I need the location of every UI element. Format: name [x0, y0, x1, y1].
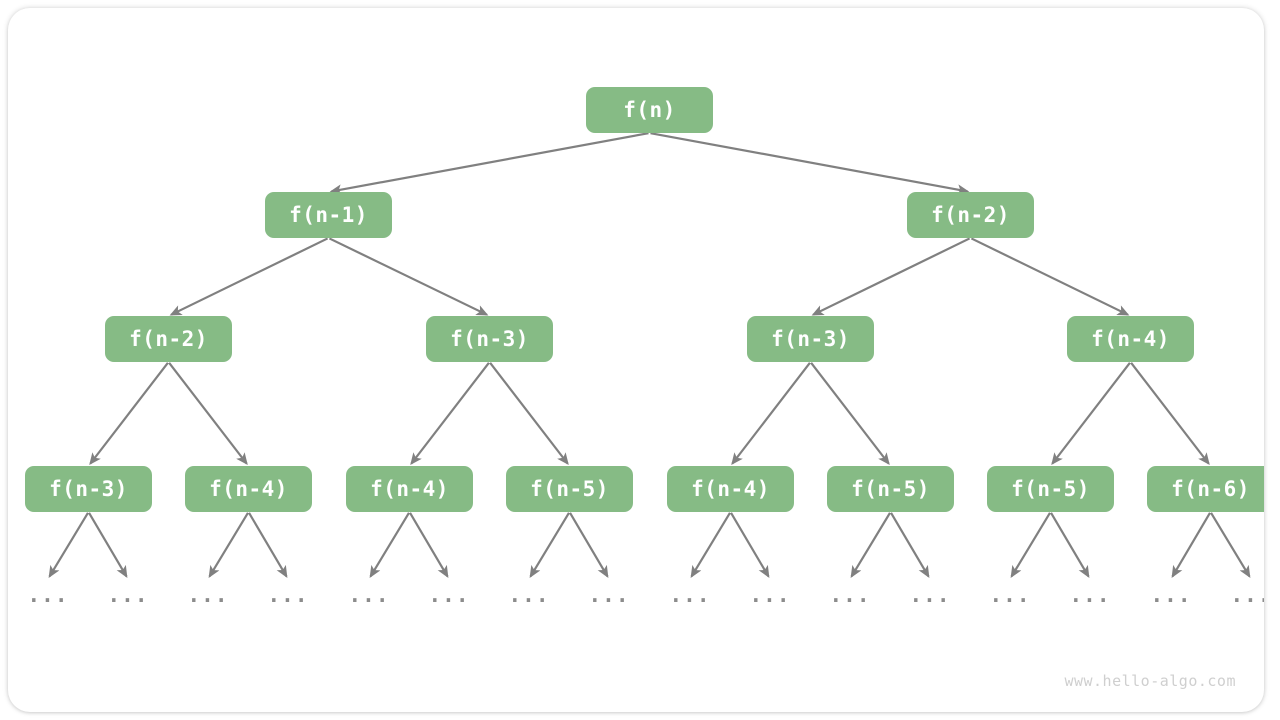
tree-edge [1050, 512, 1090, 578]
tree-edge [1051, 362, 1131, 466]
tree-edge [1130, 362, 1210, 466]
tree-node: f(n-5) [506, 466, 633, 512]
tree-node: f(n-3) [426, 316, 553, 362]
tree-node: f(n) [586, 87, 713, 133]
ellipsis-marker: ... [749, 583, 791, 607]
tree-edge [1171, 512, 1211, 578]
tree-edge [329, 132, 649, 195]
tree-node: f(n-3) [25, 466, 152, 512]
tree-edge [88, 512, 128, 578]
tree-edge [169, 237, 329, 316]
tree-edge [1010, 512, 1051, 578]
tree-edge [410, 362, 490, 466]
ellipsis-marker: ... [1150, 583, 1192, 607]
tree-edge [248, 512, 288, 578]
tree-edge [48, 512, 89, 578]
tree-node: f(n-5) [827, 466, 954, 512]
tree-edge [409, 512, 449, 578]
tree-edge [890, 512, 930, 578]
tree-node: f(n-5) [987, 466, 1114, 512]
tree-node: f(n-1) [265, 192, 392, 238]
tree-node: f(n-4) [1067, 316, 1194, 362]
tree-edge [489, 362, 569, 466]
tree-edge [208, 512, 249, 578]
tree-edge [730, 512, 770, 578]
tree-edge [690, 512, 731, 578]
tree-node: f(n-2) [105, 316, 232, 362]
tree-edge [569, 512, 609, 578]
ellipsis-marker: ... [989, 583, 1031, 607]
ellipsis-marker: ... [669, 583, 711, 607]
tree-edge [529, 512, 570, 578]
tree-edge [328, 237, 489, 316]
tree-node: f(n-2) [907, 192, 1034, 238]
tree-node: f(n-4) [346, 466, 473, 512]
tree-edge [811, 237, 971, 316]
ellipsis-marker: ... [1230, 583, 1264, 607]
ellipsis-marker: ... [588, 583, 630, 607]
tree-edge [650, 132, 970, 195]
tree-edge [970, 237, 1130, 316]
ellipsis-marker: ... [829, 583, 871, 607]
tree-node: f(n-6) [1147, 466, 1264, 512]
ellipsis-marker: ... [267, 583, 309, 607]
watermark: www.hello-algo.com [1064, 672, 1236, 690]
ellipsis-marker: ... [107, 583, 149, 607]
figure-card: f(n) f(n-1) f(n-2) f(n-2) f(n-3) f(n-3) f(n-4)… [8, 8, 1264, 712]
ellipsis-marker: ... [1069, 583, 1111, 607]
tree-edge [1210, 512, 1251, 578]
tree-node: f(n-4) [667, 466, 794, 512]
tree-edge [89, 362, 169, 466]
ellipsis-marker: ... [348, 583, 390, 607]
ellipsis-marker: ... [428, 583, 470, 607]
tree-edge [168, 362, 248, 466]
tree-edge [850, 512, 891, 578]
tree-edge [810, 362, 890, 466]
ellipsis-marker: ... [909, 583, 951, 607]
ellipsis-marker: ... [187, 583, 229, 607]
ellipsis-marker: ... [508, 583, 550, 607]
tree-node: f(n-3) [747, 316, 874, 362]
tree-node: f(n-4) [185, 466, 312, 512]
ellipsis-marker: ... [27, 583, 69, 607]
tree-edge [369, 512, 410, 578]
tree-edge [731, 362, 811, 466]
